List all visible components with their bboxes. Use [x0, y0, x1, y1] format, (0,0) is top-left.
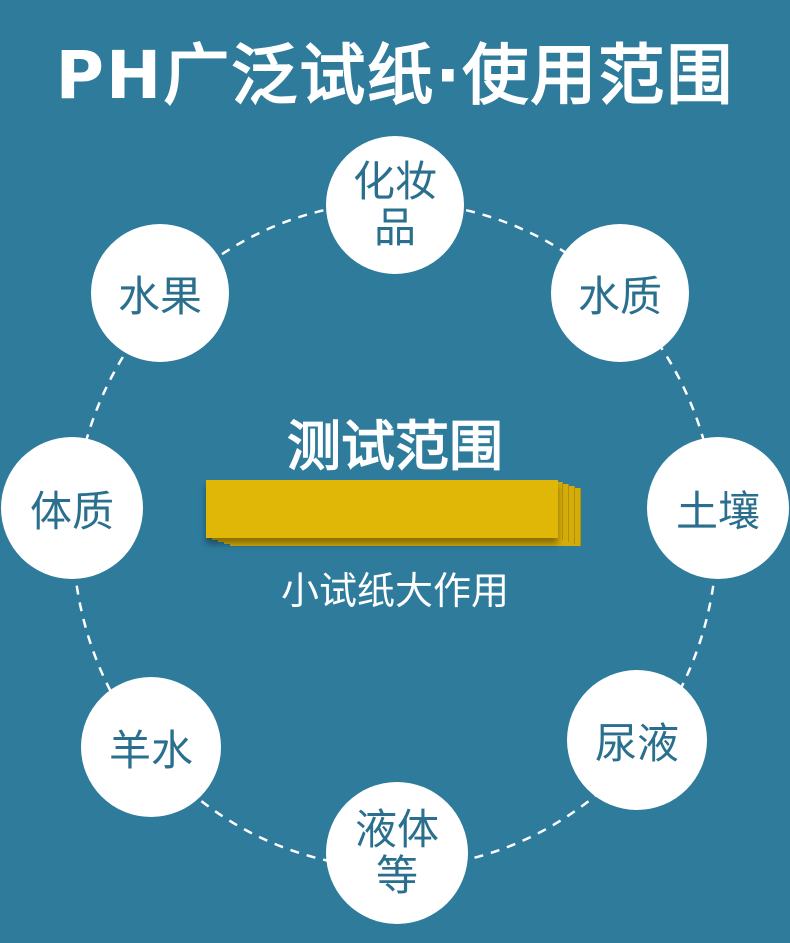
test-strip-illustration [206, 480, 584, 546]
usage-soil-label: 土壤 [675, 486, 760, 536]
usage-urine: 尿液 [567, 670, 707, 810]
page-title: PH广泛试纸·使用范围 [55, 37, 735, 114]
usage-water-quality-label: 水质 [577, 271, 662, 321]
center-title: 测试范围 [287, 415, 503, 478]
usage-cosmetics-label: 化妆品 [352, 157, 437, 252]
usage-body-label: 体质 [29, 486, 114, 536]
center-subtitle: 小试纸大作用 [280, 569, 509, 613]
usage-soil: 土壤 [647, 437, 789, 579]
usage-liquids-label: 液体等 [354, 805, 439, 900]
usage-amniotic-fluid: 羊水 [81, 677, 221, 817]
usage-urine-label: 尿液 [594, 718, 679, 768]
usage-amniotic-fluid-label: 羊水 [108, 725, 193, 775]
usage-cosmetics: 化妆品 [326, 136, 464, 274]
usage-liquids: 液体等 [326, 782, 468, 924]
usage-body: 体质 [1, 437, 143, 579]
usage-water-quality: 水质 [551, 224, 689, 362]
usage-fruit: 水果 [91, 224, 229, 362]
test-strip [206, 480, 558, 538]
usage-fruit-label: 水果 [117, 271, 202, 321]
